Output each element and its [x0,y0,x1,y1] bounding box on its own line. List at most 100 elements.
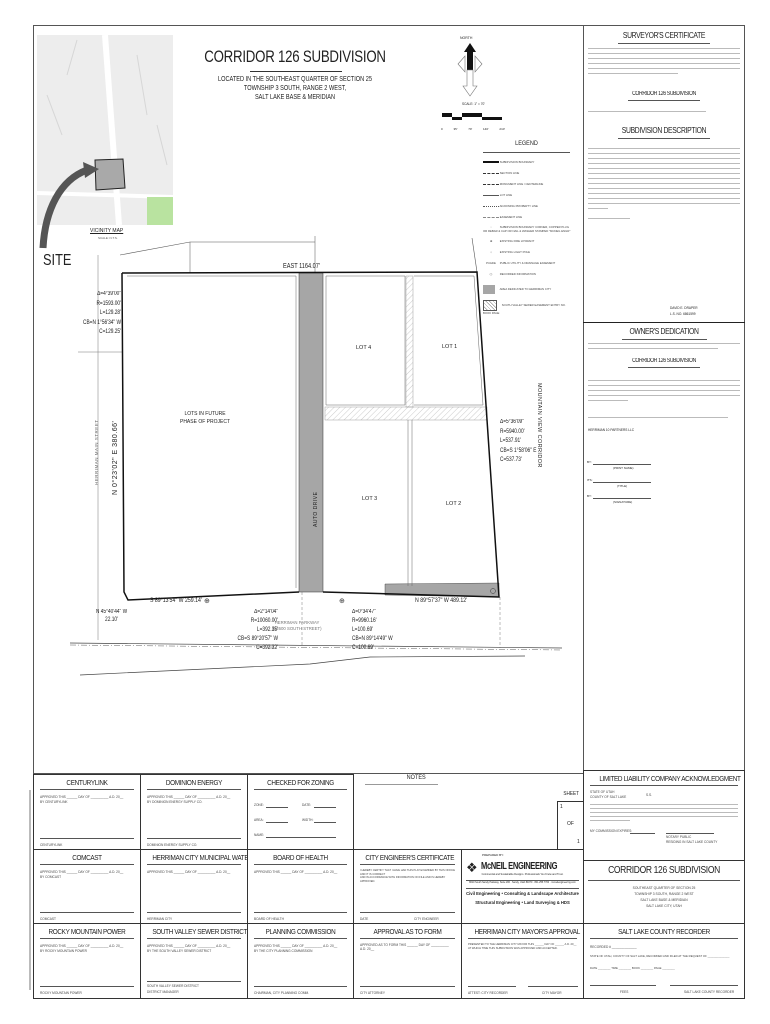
parkway-line [79,655,526,676]
vicinity-map-scale: SCALE: N.T.S. [98,236,118,240]
north-label: NORTH [460,36,473,40]
legend-item: MONUMENT LINE / CENTERLINE [483,182,543,186]
illegible-text-line [588,188,740,190]
scale-tick: 140' [483,127,489,131]
scale-bar [442,113,502,120]
approval-centurylink: CENTURYLINK APPROVED THIS ______ DAY OF … [33,774,141,850]
illegible-text-line [588,390,740,392]
illegible-text-line [588,111,706,113]
sewer-easement [405,275,414,408]
illegible-text-line [588,198,740,200]
sheet-label: SHEET [563,791,579,797]
curve-data-south-2: Δ=0°34'47"R=9960.16'L=100.69'CB=N 89°14'… [352,609,393,651]
sewer-easement [324,406,488,421]
illegible-text-line [588,58,740,60]
lot-line [325,275,406,406]
heading-underline [622,339,707,340]
heading-underline [618,138,710,139]
illegible-text-line [588,417,728,419]
approval-as-to-form: APPROVAL AS TO FORM APPROVED AS TO FORM … [353,923,462,999]
illegible-text-line [588,73,678,75]
south-line-call-left: S 89°13'54" W 259.14' [150,597,202,604]
illegible-text-line [588,163,740,165]
illegible-text-line [588,183,740,185]
fire-hydrant-icon: ⊕ [339,598,345,605]
legend-item: ( ) RECORDED INFORMATION [489,272,536,276]
surveyor-license: L.S. NO. 6861599 [670,312,696,316]
lot-label: LOT 4 [356,345,372,351]
northwest-call: N 45°40'44" W 22.10' [95,609,128,623]
lot-label: LOT 3 [362,496,378,502]
boundary-corner-icon: ◦ [490,225,492,229]
illegible-text-line [588,343,740,345]
subtitle-line-2: TOWNSHIP 3 SOUTH, RANGE 2 WEST, [243,85,347,92]
curve-data-east: Δ=5°36'09"R=5940.00'L=537.91'CB=S 1°58'0… [500,419,537,463]
title-block: CORRIDOR 126 SUBDIVISION SOUTHEAST QUART… [583,860,745,924]
surveyors-certificate-title: SURVEYOR'S CERTIFICATE [622,31,706,40]
illegible-text-line [588,395,740,397]
site-arrow [39,162,99,249]
plat-drawing: ⊕ ⊕ [69,236,563,676]
fire-hydrant-icon: ⊕ [204,598,210,605]
right-column-divider [583,25,584,774]
illegible-text-line [588,208,608,210]
print-name-label: (PRINT NAME) [613,466,634,470]
title-block-name: CORRIDOR 126 SUBDIVISION [608,865,720,876]
street-name-auto: AUTO DRIVE [313,491,319,527]
light-pole-icon: ☼ [489,250,493,254]
approval-rocky-mountain-power: ROCKY MOUNTAIN POWER APPROVED THIS _____… [33,923,141,999]
scale-tick: 0 [441,127,443,131]
approval-south-valley-sewer: SOUTH VALLEY SEWER DISTRICT APPROVED THI… [140,923,248,999]
illegible-text-line [588,193,740,195]
mcneil-engineering-block: PREPARED BY: ❖ McNEIL ENGINEERING Commer… [461,849,584,924]
illegible-text-line [588,173,740,175]
legend-item: SUBDIVISION BOUNDARY [483,160,534,164]
street-name-parkway: HERRIMAN PARKWAY (12600 SOUTH STREET) [272,620,322,631]
city-engineers-certificate: CITY ENGINEER'S CERTIFICATE I HEREBY CER… [353,849,462,924]
legend-item: SOUTH VALLEY SEWER EASEMENT ENTRY NO. BO… [483,300,571,315]
approval-dominion-energy: DOMINION ENERGY APPROVED THIS ______ DAY… [140,774,248,850]
scale-tick: 210' [499,127,505,131]
legend-item: ◦ SUBDIVISION BOUNDARY CORNER, COPPER PL… [483,225,571,233]
adjoining-property-line [119,241,315,256]
certificate-subdivision-name: CORRIDOR 126 SUBDIVISION [632,91,696,97]
legend-item: ☼ EXISTING LIGHT POLE [483,250,530,254]
mcneil-logo-icon: ❖ [466,860,478,875]
curve-data-nw: Δ=4°39'00"R=1593.00'L=129.28'CB=N 1°56'3… [82,291,121,335]
owners-subdivision-name: CORRIDOR 126 SUBDIVISION [632,358,696,364]
engineer-certificate-text-2: AND IN ACCORDANCE WITH INFORMATION ON FI… [360,876,446,883]
mayor-approval-text: PRESENTED TO THE HERRIMAN CITY MAYOR THI… [468,943,577,946]
site-label: SITE [43,252,72,269]
approval-board-of-health: BOARD OF HEALTH APPROVED THIS ______ DAY… [247,849,354,924]
illegible-text-line [588,218,630,220]
illegible-text-line [590,812,738,814]
street-name-main: HERRIMAN MAIN STREET [94,419,99,485]
auto-drive-dedication [298,272,324,593]
page-title: CORRIDOR 126 SUBDIVISION [204,47,386,66]
vicinity-map-label: VICINITY MAP [90,228,124,234]
legend-item: ⊕ EXISTING FIRE HYDRANT [483,239,534,243]
herriman-mayor-approval: HERRIMAN CITY MAYOR'S APPROVAL PRESENTED… [461,923,584,999]
east-line-call: EAST 1164.07' [283,263,320,270]
subtitle-line-3: SALT LAKE BASE & MERIDIAN [254,94,336,101]
llc-acknowledgment: LIMITED LIABILITY COMPANY ACKNOWLEDGMENT… [583,770,745,861]
title-label: (TITLE) [617,484,628,488]
scale-tick: 35' [453,127,458,131]
mcneil-logo-text: McNEIL ENGINEERING [481,860,558,872]
illegible-text-line [588,203,740,205]
subdivision-boundary [121,271,500,598]
street-name-corridor: MOUNTAIN VIEW CORRIDOR [536,383,542,468]
lot-label: LOT 2 [446,501,462,507]
illegible-text-line [588,148,740,150]
notes-title: NOTES [406,774,426,781]
illegible-text-line [588,53,740,55]
lot-line [414,275,484,406]
boundary-corner-marker [490,588,496,594]
illegible-text-line [588,178,740,180]
illegible-text-line [588,400,628,402]
legend-underline [483,152,570,153]
title-underline [250,71,342,72]
heading-underline [628,100,700,101]
owner-name: HERRIMAN 10 PARTNERS LLC [588,428,635,432]
legend-item: ADJOINING PROPERTY LINE [483,204,538,208]
